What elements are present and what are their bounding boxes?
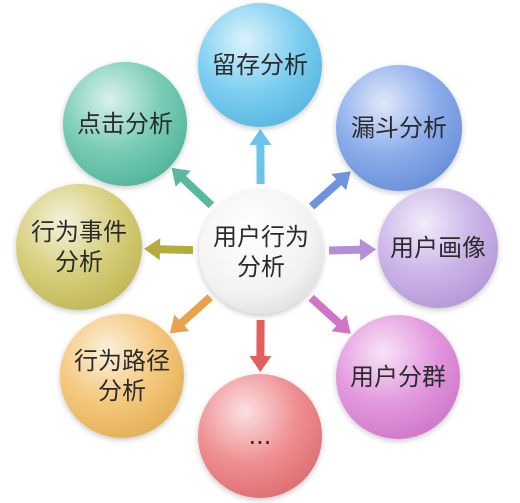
node-event-label: 行为事件 — [31, 218, 127, 246]
node-click-label: 点击分析 — [77, 110, 173, 138]
node-portrait-label: 用户画像 — [390, 234, 486, 262]
node-more-circle — [198, 374, 322, 498]
node-segment: 用户分群 — [336, 315, 460, 439]
node-path-circle — [60, 314, 184, 438]
arrow-to-retention — [249, 129, 272, 184]
arrow-to-event — [144, 238, 194, 261]
node-event-circle — [16, 184, 142, 310]
arrow-to-funnel — [308, 171, 351, 210]
node-retention: 留存分析 — [198, 3, 322, 127]
center-node-label: 用户行为 — [213, 223, 309, 251]
arrow-to-segment — [308, 294, 351, 334]
node-portrait: 用户画像 — [378, 188, 498, 308]
arrow-to-click — [171, 167, 215, 209]
node-segment-label: 用户分群 — [350, 363, 446, 391]
arrow-to-path — [169, 294, 213, 334]
node-funnel-label: 漏斗分析 — [351, 114, 447, 142]
node-click-circle — [63, 62, 187, 186]
nodes-layer: 留存分析漏斗分析用户画像用户分群...行为路径分析行为事件分析点击分析用户行为分… — [16, 3, 498, 498]
node-click: 点击分析 — [63, 62, 187, 186]
node-funnel-circle — [336, 65, 462, 191]
node-retention-circle — [198, 3, 322, 127]
arrow-to-more — [249, 320, 272, 372]
node-portrait-circle — [378, 188, 498, 308]
node-more-label: ... — [249, 422, 272, 450]
node-path-label: 分析 — [98, 377, 146, 405]
node-retention-label: 留存分析 — [212, 51, 308, 79]
node-segment-circle — [336, 315, 460, 439]
arrow-to-portrait — [328, 238, 376, 261]
center-node-label: 分析 — [237, 253, 285, 281]
node-more: ... — [198, 374, 322, 498]
node-path-label: 行为路径 — [74, 347, 170, 375]
node-event-label: 分析 — [55, 248, 103, 276]
center-node-circle — [199, 190, 323, 314]
arrows-layer — [144, 129, 376, 372]
node-funnel: 漏斗分析 — [336, 65, 462, 191]
